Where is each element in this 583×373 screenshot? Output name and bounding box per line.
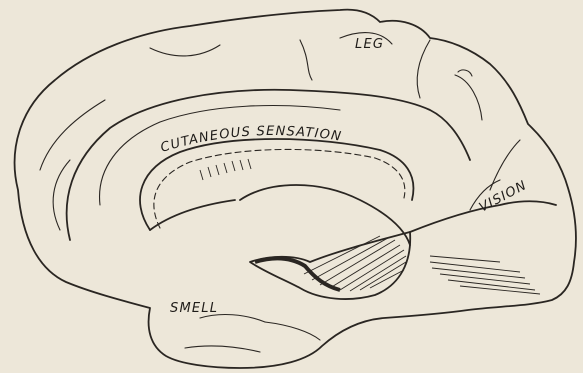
temporal-line-2: [185, 346, 260, 352]
cingulate-sulcus: [67, 90, 470, 240]
hemisphere-outline: [15, 10, 576, 368]
thalamus-hatching: [304, 236, 406, 291]
fornix-curve: [240, 185, 410, 245]
corpus-callosum-upper: [140, 139, 413, 230]
thalamus-outline: [250, 232, 410, 299]
sulcus-3: [150, 45, 220, 56]
thalamus-thick-edge: [255, 259, 340, 290]
temporal-line-3: [265, 322, 320, 340]
sulcus-4: [300, 40, 312, 80]
sulcus-1: [40, 100, 105, 170]
corpus-callosum-lower: [150, 200, 235, 230]
label-leg: LEG: [355, 37, 384, 52]
sulcus-8: [458, 70, 472, 76]
occipital-hatching: [430, 256, 540, 294]
callosum-hatching: [200, 159, 251, 180]
label-vision: VISION: [477, 178, 530, 216]
corpus-callosum-dashed: [154, 149, 405, 228]
sulcus-6: [417, 40, 430, 98]
label-smell: SMELL: [170, 301, 218, 316]
sulcus-7: [455, 75, 482, 120]
